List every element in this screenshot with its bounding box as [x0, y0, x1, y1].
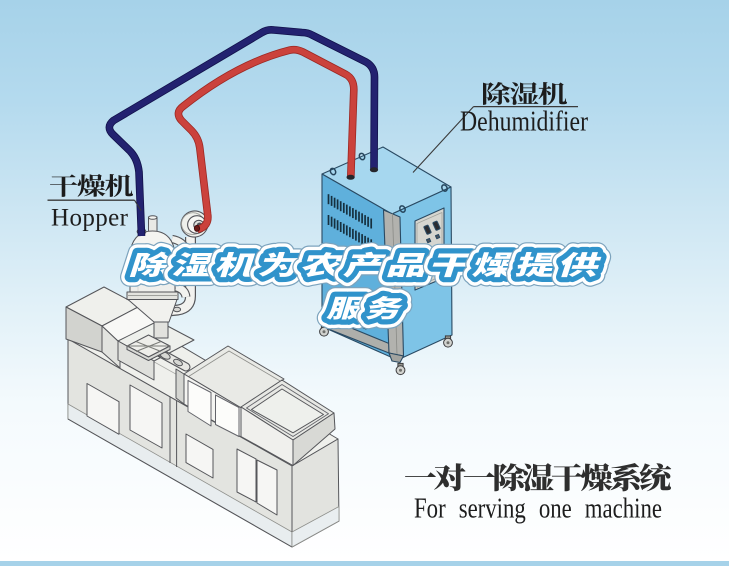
- svg-text:Hopper: Hopper: [51, 205, 129, 232]
- svg-text:For serving one machine: For serving one machine: [414, 494, 662, 525]
- svg-text:Dehumidifier: Dehumidifier: [460, 107, 588, 138]
